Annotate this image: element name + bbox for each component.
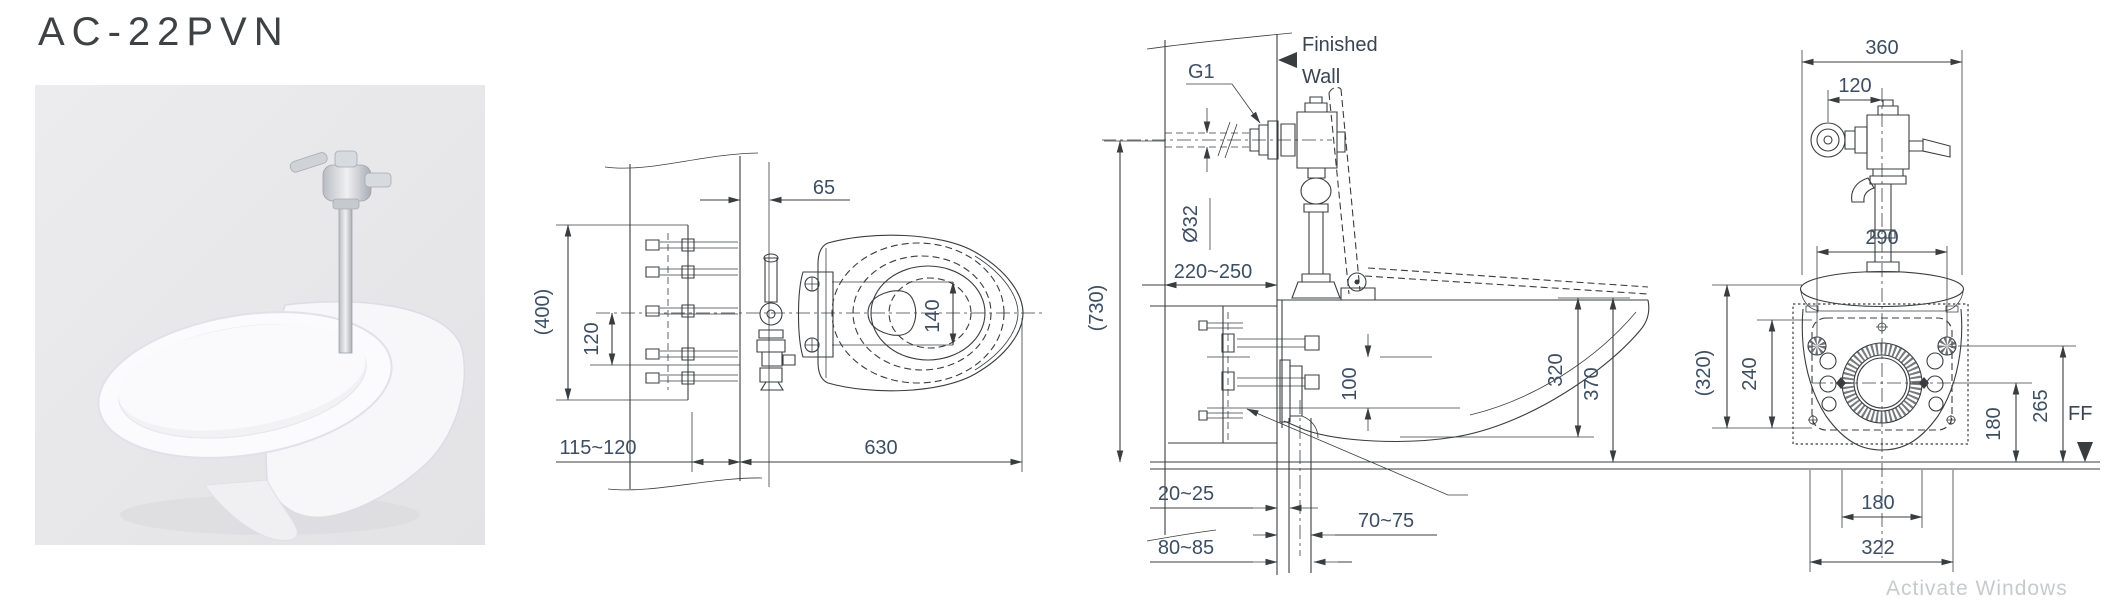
seat-and-lid-side: [1328, 86, 1649, 301]
dim-front-overall-width: 360: [1865, 37, 1898, 59]
dim-outlet-offset: 100: [1339, 367, 1361, 400]
dim-wall-to-pipe-front: 20~25: [1158, 483, 1214, 505]
product-photo-illustration: [35, 85, 485, 545]
dim-plan-bolt-offset: 120: [581, 322, 603, 355]
floor-finish-marker: FF: [2068, 403, 2093, 462]
dim-front-body-height: (320): [1693, 350, 1715, 397]
wall-break-bottom: [1146, 529, 1217, 542]
top-view-dimensions: (400) 120 65 140 115~120 630: [532, 177, 1023, 472]
mounting-bolts: [645, 233, 738, 390]
drain-pipe-side: [1207, 356, 1460, 573]
bowl-water-area: [867, 290, 917, 336]
top-view-drawing: (400) 120 65 140 115~120 630: [532, 152, 1045, 491]
finished-wall-label-line1: Finished: [1302, 34, 1378, 56]
floor-line: [1150, 461, 2100, 470]
side-view-drawing: Finished Wall G1 Ø32 220~250 (730): [1086, 32, 2100, 575]
wall-break-top: [1146, 32, 1293, 50]
carrier-and-bolts-side: [1150, 305, 1320, 444]
photo-toilet-seat: [97, 311, 393, 459]
hinge-bracket: [797, 271, 834, 358]
ff-triangle-icon: [2077, 442, 2093, 462]
dim-plan-hinge-spacing: 140: [922, 299, 944, 332]
dim-bottom-outer-width: 322: [1861, 537, 1894, 559]
dim-front-valve-offset: 120: [1838, 75, 1871, 97]
dim-bolt-height: 265: [2030, 389, 2052, 422]
side-view-dimensions: 220~250 (730) 100 320 370 20~25 70~: [1086, 140, 1630, 566]
pipe-break-marks: [1217, 121, 1238, 159]
front-view-drawing: FF 360 120 290 240 (320) 180: [1693, 37, 2093, 572]
dim-front-hinge-width: 290: [1865, 227, 1898, 249]
dim-rim-height: 370: [1581, 367, 1603, 400]
bowl-rear-view: [1792, 303, 1969, 451]
dim-wall-to-pipe-back: 80~85: [1158, 537, 1214, 559]
g1-label: G1: [1188, 61, 1215, 83]
photo-flush-valve: [289, 150, 392, 210]
dim-drain-height: 180: [1983, 407, 2005, 440]
photo-toilet-underside: [204, 479, 298, 542]
finished-wall-arrow-icon: [1278, 52, 1297, 68]
dim-plan-valve-offset: 65: [813, 177, 835, 199]
dim-plan-depth: 630: [864, 437, 897, 459]
dim-wall-to-pipe-center: 70~75: [1358, 510, 1414, 532]
dim-plan-overall-width: (400): [532, 289, 554, 336]
dim-wall-cavity-depth: 220~250: [1174, 261, 1252, 283]
dim-front-plate-height: 240: [1739, 357, 1761, 390]
flush-valve-plan: [756, 162, 796, 487]
width-extension-lines: [1801, 50, 1963, 275]
wall-break-top: [604, 152, 759, 169]
finished-wall-label-line2: Wall: [1302, 66, 1340, 88]
page-title: AC-22PVN: [38, 10, 290, 54]
bolt-leader-line: [1246, 408, 1468, 496]
dim-overall-height: (730): [1086, 285, 1108, 332]
side-view-labels: Finished Wall G1 Ø32: [1180, 34, 1378, 250]
front-view-dimensions: 360 120 290 240 (320) 180 265: [1693, 37, 2076, 572]
product-photo: [35, 85, 485, 545]
wall-break-bottom: [607, 477, 763, 491]
activate-windows-watermark: Activate Windows: [1886, 577, 2068, 600]
ff-label: FF: [2068, 403, 2092, 425]
dim-rim-to-bowl-bottom: 320: [1545, 353, 1567, 386]
flush-valve-side: [1249, 96, 1346, 299]
seat-front: [1799, 270, 1965, 313]
toilet-plan-outline: [797, 234, 1024, 392]
dim-bottom-inner-width: 180: [1861, 492, 1894, 514]
dim-supply-diameter: Ø32: [1180, 205, 1202, 243]
dim-plan-wall-thickness: 115~120: [560, 437, 637, 459]
